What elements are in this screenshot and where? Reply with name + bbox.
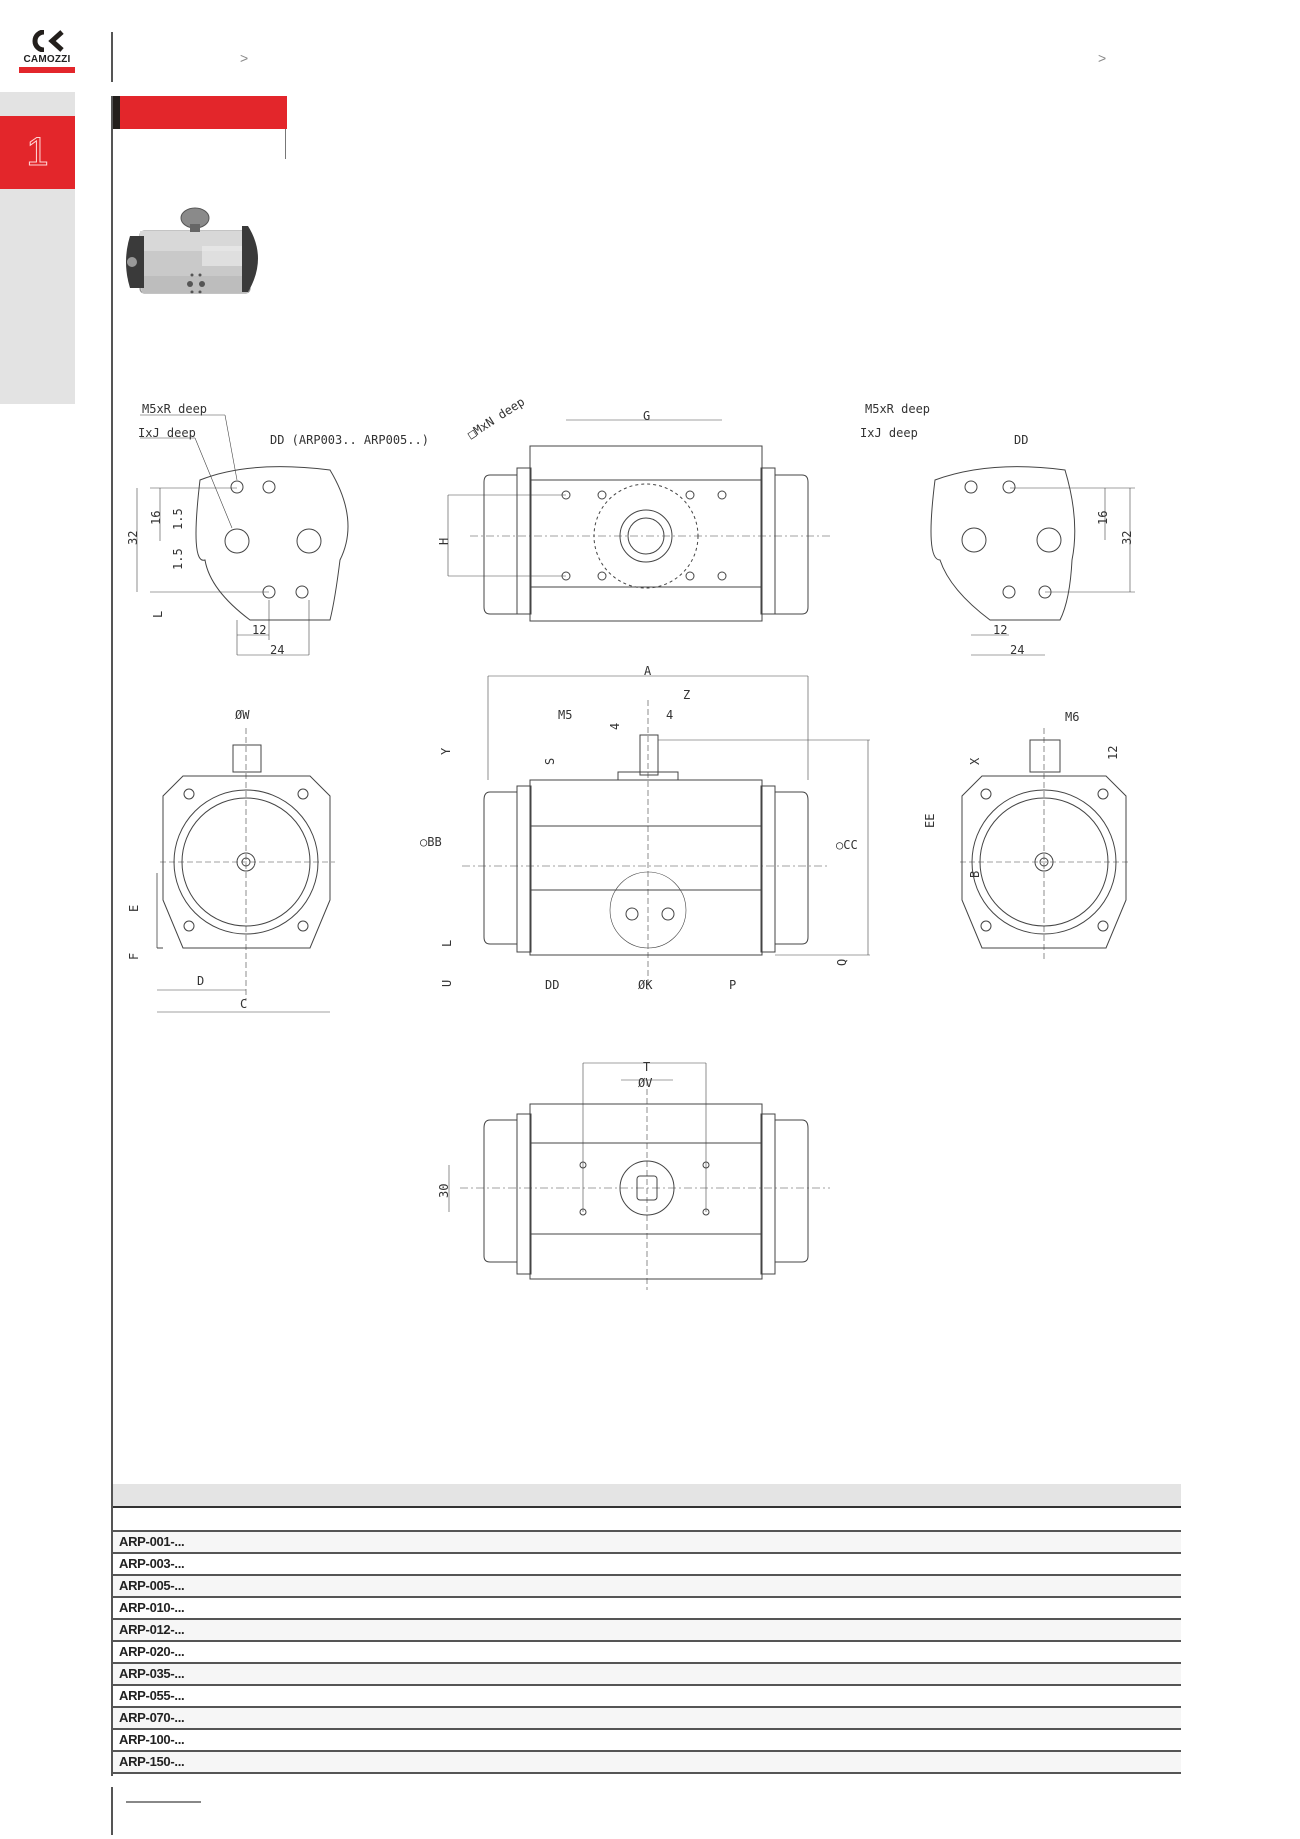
table-row: ARP-100-... [113, 1730, 1181, 1752]
table-body: ARP-001-... ARP-003-... ARP-005-... ARP-… [113, 1532, 1181, 1774]
dim-4-vertical: 4 [608, 722, 622, 730]
table-row: ARP-020-... [113, 1642, 1181, 1664]
title-bar-rule [285, 129, 286, 159]
dim-c: C [240, 997, 248, 1011]
dim-m5: M5 [558, 708, 573, 722]
dim-q: Q [835, 958, 849, 966]
dim-f: F [127, 952, 141, 960]
dim-24: 24 [270, 643, 285, 657]
dim-12-right: 12 [993, 623, 1008, 637]
label-m5xr-deep: M5xR deep [142, 402, 208, 416]
dim-p: P [729, 978, 737, 992]
dim-e: E [127, 904, 141, 912]
dim-12: 12 [252, 623, 267, 637]
breadcrumb-arrow-icon: > [240, 50, 249, 66]
header-divider [111, 32, 113, 82]
label-ixj-deep-right: IxJ deep [860, 426, 918, 440]
dim-x: X [968, 757, 982, 765]
dim-b: B [968, 870, 982, 878]
dim-s: S [543, 757, 557, 765]
table-row: ARP-070-... [113, 1708, 1181, 1730]
title-bar-accent [113, 96, 120, 129]
dim-dia-v: ØV [638, 1076, 653, 1090]
technical-drawings: M5xR deep IxJ deep DD (ARP003.. ARP005..… [113, 390, 1203, 1320]
label-dd-front: DD [545, 978, 560, 992]
label-ixj-deep: IxJ deep [138, 426, 196, 440]
footer-rule [126, 1801, 201, 1803]
table-row: ARP-001-... [113, 1532, 1181, 1554]
dim-h: H [437, 537, 451, 545]
content-divider [111, 96, 113, 1776]
dim-u: U [440, 979, 454, 987]
label-m5xr-deep-right: M5xR deep [865, 402, 931, 416]
dim-g: G [643, 409, 651, 423]
table-row: ARP-010-... [113, 1598, 1181, 1620]
label-dd-arp003-arp005: DD (ARP003.. ARP005..) [270, 433, 429, 447]
dim-l-front: L [440, 939, 454, 947]
table-row: ARP-055-... [113, 1686, 1181, 1708]
dim-m6: M6 [1065, 710, 1080, 724]
dim-30: 30 [437, 1183, 451, 1198]
dim-16: 16 [149, 510, 163, 525]
title-bar [113, 96, 287, 129]
dim-4-horizontal: 4 [666, 708, 674, 722]
dim-a: A [644, 664, 652, 678]
dim-dia-w: ØW [235, 708, 250, 722]
footer-divider [111, 1787, 113, 1835]
breadcrumb-arrow-icon: > [1098, 50, 1107, 66]
dim-12-end: 12 [1106, 745, 1120, 760]
table-row: ARP-012-... [113, 1620, 1181, 1642]
table-header-row [113, 1484, 1181, 1508]
dim-32: 32 [126, 530, 140, 545]
section-side-tab: 1 [0, 92, 75, 404]
dim-y: Y [439, 747, 453, 755]
dim-1-5-top: 1.5 [171, 508, 185, 530]
dim-wrench-ee: EE [923, 813, 937, 828]
dim-24-right: 24 [1010, 643, 1025, 657]
table-subheader-row [113, 1508, 1181, 1532]
section-number: 1 [26, 130, 49, 175]
dim-1-5-bottom: 1.5 [171, 548, 185, 570]
product-image [126, 207, 258, 294]
label-dd-right: DD [1014, 433, 1029, 447]
dim-dia-k: ØK [638, 978, 653, 992]
dim-t: T [643, 1060, 651, 1074]
dim-d: D [197, 974, 205, 988]
brand-name: CAMOZZI [23, 54, 71, 65]
dim-16-right: 16 [1096, 510, 1110, 525]
drawing-linework [136, 414, 1135, 1290]
dimensions-table: ARP-001-... ARP-003-... ARP-005-... ARP-… [113, 1484, 1181, 1774]
table-row: ARP-035-... [113, 1664, 1181, 1686]
table-row: ARP-150-... [113, 1752, 1181, 1774]
dim-wrench-z: Z [683, 688, 691, 702]
label-port-bb: ○BB [420, 835, 442, 849]
dim-l: L [151, 610, 165, 618]
section-number-badge: 1 [0, 116, 75, 189]
camozzi-logo: CAMOZZI [18, 30, 76, 74]
label-port-cc: ○CC [836, 838, 858, 852]
dim-32-right: 32 [1120, 530, 1134, 545]
camozzi-mark-icon [32, 30, 64, 52]
brand-bar [19, 67, 75, 73]
table-row: ARP-003-... [113, 1554, 1181, 1576]
table-row: ARP-005-... [113, 1576, 1181, 1598]
